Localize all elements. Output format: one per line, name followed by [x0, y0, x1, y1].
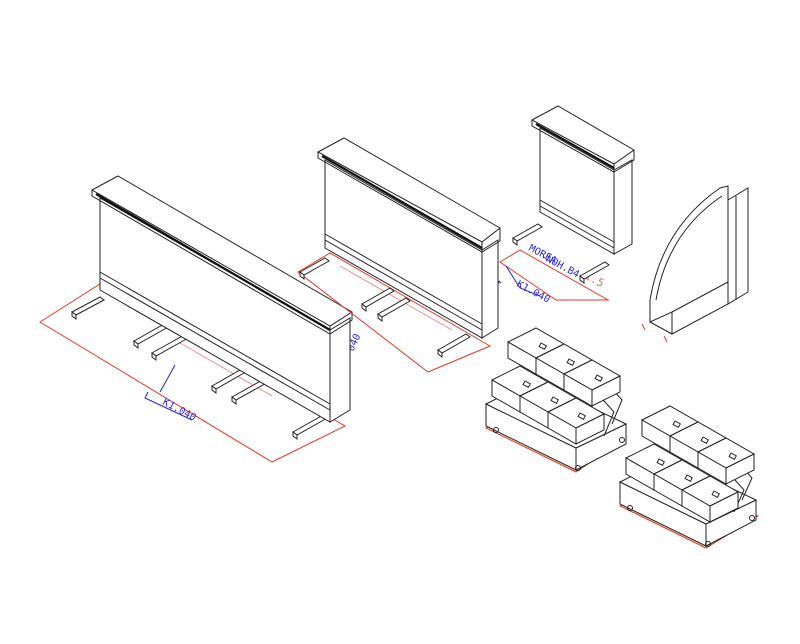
medium-unit-floor-text-line	[339, 265, 453, 331]
large-unit-tag: K1.040	[161, 397, 198, 424]
medium-unit-feet	[299, 257, 471, 358]
crate-rack-1-upper-crates	[506, 327, 622, 407]
medium-unit-side-panel	[481, 239, 499, 339]
medium-shelving-unit: 04	[297, 137, 505, 373]
large-unit-leader-tick	[159, 364, 176, 393]
large-unit-feet	[71, 296, 330, 440]
curved-panel-base	[671, 281, 729, 335]
crate-rack-2-lower-crates	[624, 443, 740, 523]
large-unit-leader-line	[144, 391, 193, 421]
small-unit-tag: K1.040	[515, 279, 552, 306]
small-unit-leader-line	[505, 265, 541, 297]
large-unit-side-panel	[329, 317, 351, 423]
curved-panel-edge	[727, 187, 749, 305]
crate-rack-1-lower-crates	[490, 365, 606, 445]
small-unit-feet	[512, 223, 610, 284]
small-unit-footprint-outline	[499, 249, 610, 301]
crate-rack-2	[618, 405, 760, 549]
large-unit-footprint-outline	[39, 283, 347, 463]
medium-unit-footprint-outline	[297, 252, 492, 373]
curved-end-panel	[641, 185, 749, 343]
small-unit-text-2: -NOH.B4	[539, 251, 581, 281]
large-shelving-unit: K1.040 040	[39, 175, 363, 463]
crate-rack-2-upper-crates	[640, 405, 756, 485]
small-unit-side-panel	[613, 159, 633, 255]
small-shelving-unit: K1.040 MOREA -NOH.B4 1.5	[499, 105, 635, 306]
crate-rack-1	[484, 327, 628, 473]
